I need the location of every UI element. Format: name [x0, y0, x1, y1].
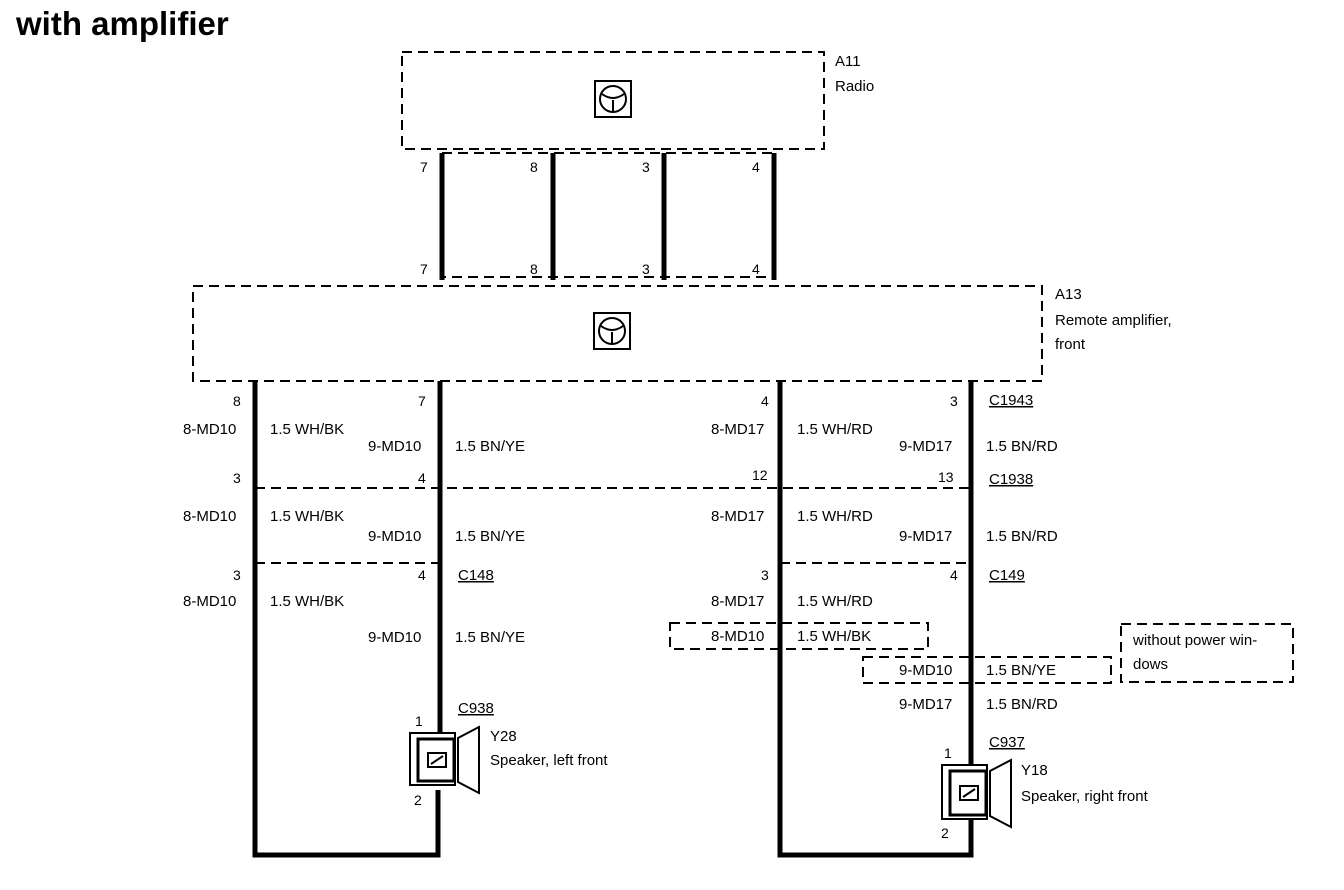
wire-code-8-md17-seg2: 8-MD17: [711, 508, 764, 525]
speaker-right-name: Speaker, right front: [1021, 788, 1149, 805]
wire-code-9-md17-seg2: 9-MD17: [899, 528, 952, 545]
optional-wire-color-bn-ye: 1.5 BN/YE: [986, 662, 1056, 679]
c1938-pin-3: 3: [233, 470, 241, 486]
y18-pin-2: 2: [941, 825, 949, 841]
optional-wire-box-md10-9: [862, 656, 1112, 684]
right-speaker-loop-wire: [777, 381, 974, 858]
wire-code-9-md10-seg3: 9-MD10: [368, 629, 421, 646]
y28-pin-1: 1: [415, 713, 423, 729]
wire-color-bn-rd-seg1: 1.5 BN/RD: [986, 438, 1058, 455]
amplifier-name-line1: Remote amplifier,: [1055, 312, 1172, 329]
wire-code-8-md10-seg3: 8-MD10: [183, 593, 236, 610]
amplifier-module-icon: [593, 312, 631, 350]
speaker-left-name: Speaker, left front: [490, 752, 608, 769]
y28-pin-2: 2: [414, 792, 422, 808]
c149-pin-4: 4: [950, 567, 958, 583]
wire-color-bn-ye-seg2: 1.5 BN/YE: [455, 528, 525, 545]
optional-wire-code-9-md10: 9-MD10: [899, 662, 952, 679]
wire-code-8-md10-seg2: 8-MD10: [183, 508, 236, 525]
wire-code-9-md10-seg2: 9-MD10: [368, 528, 421, 545]
wire-color-wh-bk-seg2: 1.5 WH/BK: [270, 508, 344, 525]
amp-pin-4: 4: [752, 261, 760, 277]
wire-color-wh-rd-seg2: 1.5 WH/RD: [797, 508, 873, 525]
wire-color-bn-ye-seg1: 1.5 BN/YE: [455, 438, 525, 455]
left-speaker-loop-wire: [252, 381, 443, 858]
amp-out-pin-8: 8: [233, 393, 241, 409]
option-note-line1: without power win-: [1132, 632, 1257, 649]
speaker-left-id: Y28: [490, 728, 517, 745]
connector-c1943-label: C1943: [989, 392, 1033, 409]
connector-c938-label: C938: [458, 700, 494, 717]
radio-name: Radio: [835, 78, 874, 95]
amp-pin-8: 8: [530, 261, 538, 277]
option-note-line2: dows: [1133, 656, 1168, 673]
radio-module-icon: [594, 80, 632, 118]
speaker-right-id: Y18: [1021, 762, 1048, 779]
radio-id: A11: [835, 53, 861, 70]
radio-module-box: [401, 51, 825, 150]
speaker-right-front-symbol: [941, 758, 1012, 829]
radio-pin-4: 4: [752, 159, 760, 175]
c148-pin-4: 4: [418, 567, 426, 583]
wire-color-bn-rd-seg2: 1.5 BN/RD: [986, 528, 1058, 545]
amplifier-name-line2: front: [1055, 336, 1086, 353]
wire-color-wh-rd-seg1: 1.5 WH/RD: [797, 421, 873, 438]
amp-out-pin-3: 3: [950, 393, 958, 409]
optional-wire-box-md10-8: [669, 622, 929, 650]
page-title: with amplifier: [15, 5, 229, 42]
connector-c1938-label: C1938: [989, 471, 1033, 488]
wire-code-9-md17-seg3: 9-MD17: [899, 696, 952, 713]
wire-code-8-md17-seg1: 8-MD17: [711, 421, 764, 438]
radio-amp-wire-group: [439, 152, 777, 280]
speaker-left-front-symbol: [409, 725, 480, 795]
c149-pin-3: 3: [761, 567, 769, 583]
c1938-pin-4: 4: [418, 470, 426, 486]
wire-color-wh-rd-seg3: 1.5 WH/RD: [797, 593, 873, 610]
amplifier-module-box: [192, 285, 1043, 382]
connector-c148-label: C148: [458, 567, 494, 584]
wire-color-bn-rd-seg3: 1.5 BN/RD: [986, 696, 1058, 713]
connector-c937-label: C937: [989, 734, 1025, 751]
amplifier-id: A13: [1055, 286, 1082, 303]
connector-c149-label: C149: [989, 567, 1025, 584]
wire-code-8-md10-seg1: 8-MD10: [183, 421, 236, 438]
y18-pin-1: 1: [944, 745, 952, 761]
wire-code-9-md17-seg1: 9-MD17: [899, 438, 952, 455]
amp-pin-3: 3: [642, 261, 650, 277]
wire-code-8-md17-seg3: 8-MD17: [711, 593, 764, 610]
amp-out-pin-4: 4: [761, 393, 769, 409]
amp-pin-7: 7: [420, 261, 428, 277]
optional-wire-code-8-md10: 8-MD10: [711, 628, 764, 645]
wire-color-bn-ye-seg3: 1.5 BN/YE: [455, 629, 525, 646]
c1938-pin-13: 13: [938, 469, 954, 485]
radio-pin-3: 3: [642, 159, 650, 175]
optional-wire-color-wh-bk: 1.5 WH/BK: [797, 628, 871, 645]
c1938-pin-12: 12: [752, 467, 768, 483]
amp-out-pin-7: 7: [418, 393, 426, 409]
wire-color-wh-bk-seg1: 1.5 WH/BK: [270, 421, 344, 438]
wire-code-9-md10-seg1: 9-MD10: [368, 438, 421, 455]
radio-pin-7: 7: [420, 159, 428, 175]
radio-pin-8: 8: [530, 159, 538, 175]
wire-color-wh-bk-seg3: 1.5 WH/BK: [270, 593, 344, 610]
c148-pin-3: 3: [233, 567, 241, 583]
option-note-box: [1120, 623, 1294, 683]
